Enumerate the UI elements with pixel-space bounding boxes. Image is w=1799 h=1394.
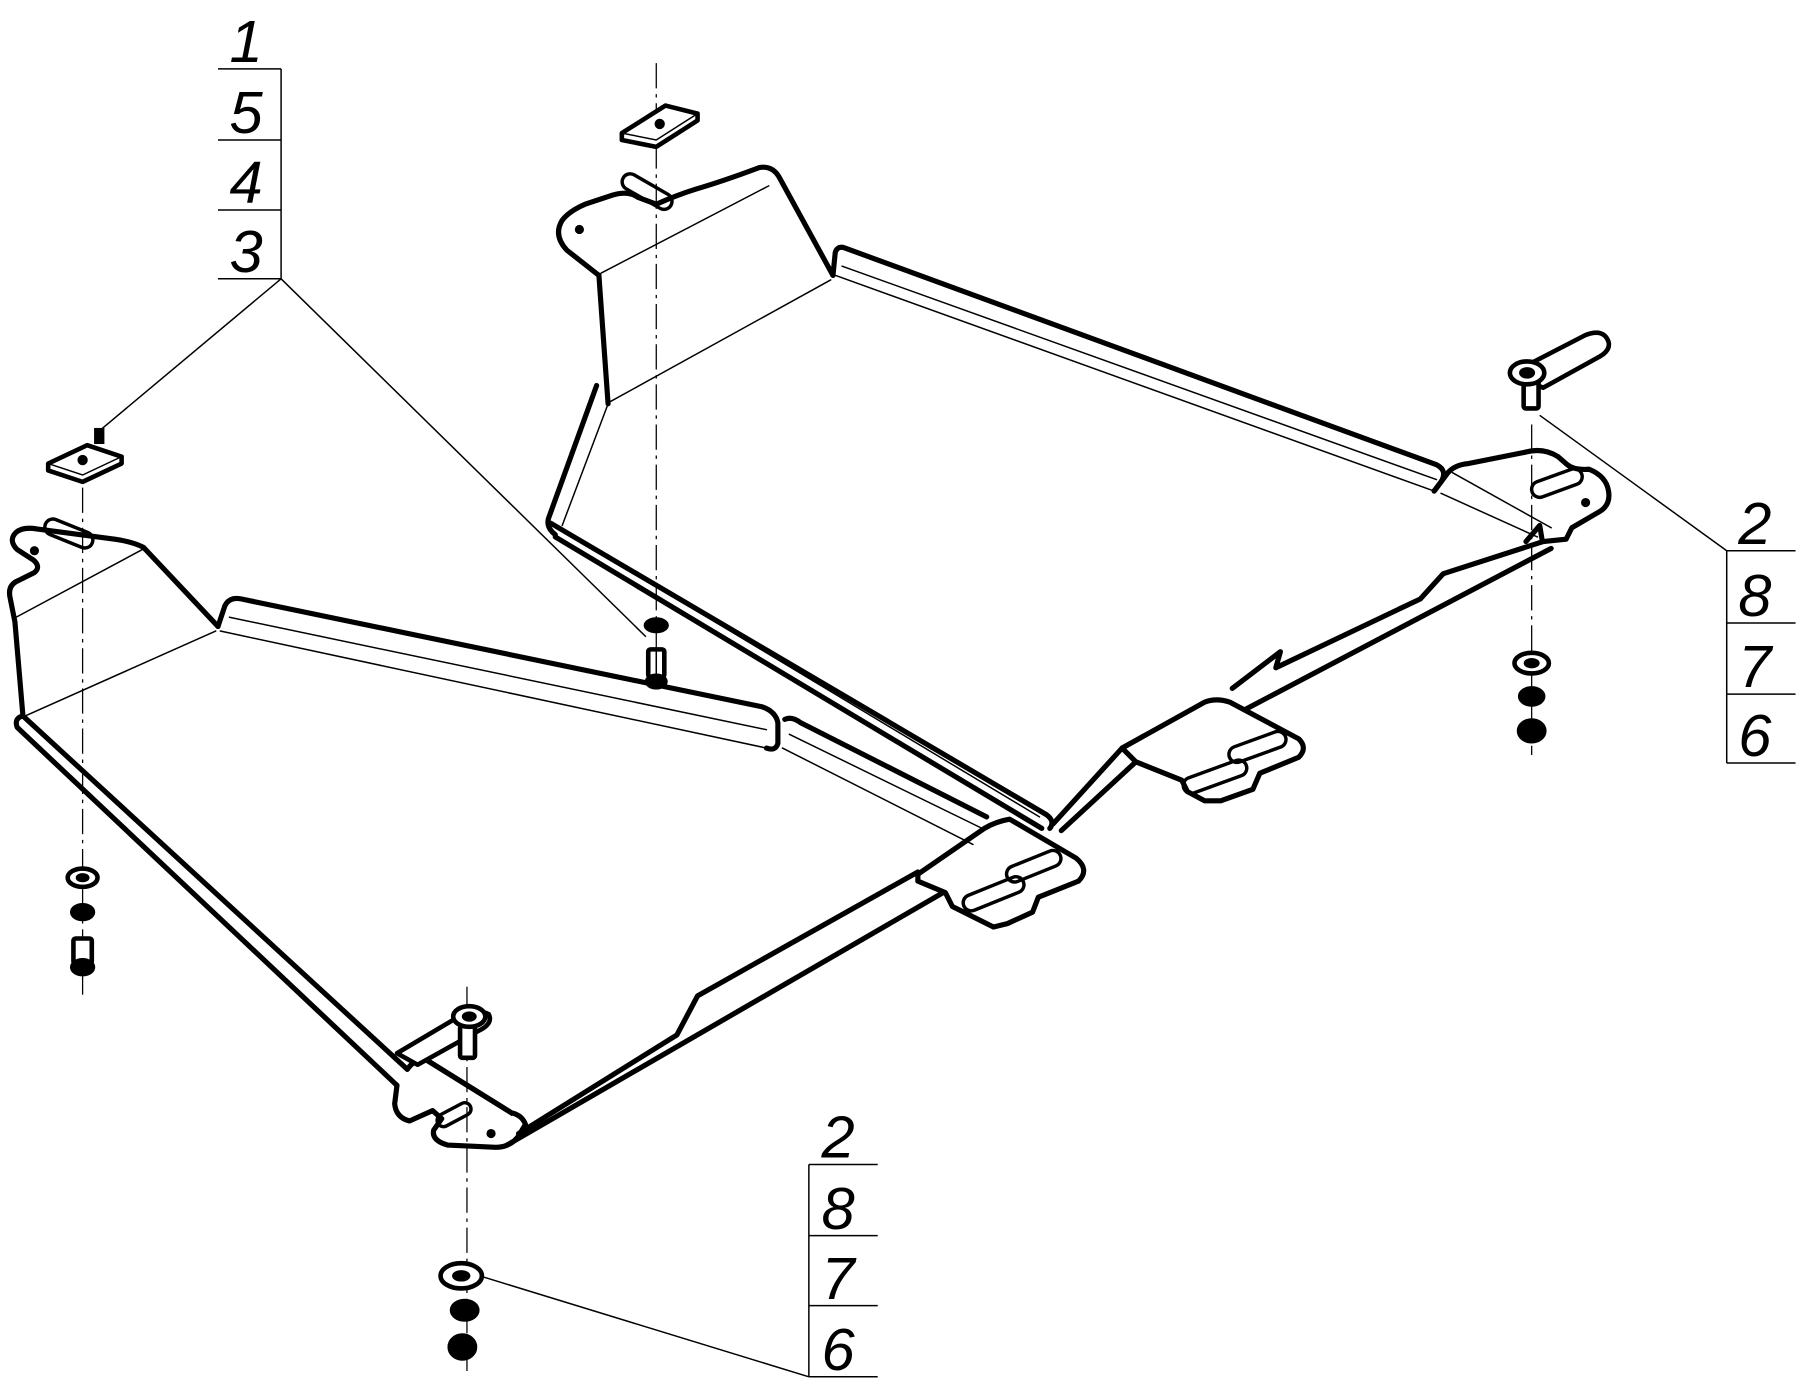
leader-top-left-to-washer xyxy=(280,278,647,638)
right-plate-lower-edge-2 xyxy=(1058,759,1139,834)
left-skid-plate xyxy=(6,517,1087,1150)
left-plate-mid-flange xyxy=(782,715,990,820)
left-plate-front-hole xyxy=(486,1128,496,1139)
right-plate-rear-tab xyxy=(555,164,836,278)
right-plate-long-edge-bottom xyxy=(552,534,1045,831)
right-plate-back-flange xyxy=(830,244,1447,494)
left-plate-rear-tab xyxy=(6,525,221,719)
bolt-left-head xyxy=(69,958,96,977)
callout-number: 6 xyxy=(1738,702,1772,769)
right-plate-front-tab xyxy=(1431,447,1612,545)
right-plate-front-hole xyxy=(1581,497,1591,508)
nut-plate-middle-edge xyxy=(621,112,699,141)
nut-plate-left-stud xyxy=(94,427,105,445)
left-plate-front-slot xyxy=(435,1101,473,1129)
nut-plate-middle-hole xyxy=(654,118,665,130)
callout-top-left: 1 5 4 3 xyxy=(217,8,282,285)
left-plate-rear-hole xyxy=(29,546,40,556)
callout-number: 8 xyxy=(1738,562,1771,629)
right-plate-long-edge-top xyxy=(548,520,1055,831)
callout-right: 2 8 7 6 xyxy=(1725,490,1796,769)
nut-bottom xyxy=(447,1333,478,1361)
flat-washer-left-hole xyxy=(75,873,90,883)
callout-number: 2 xyxy=(820,1104,854,1171)
left-plate-rear-slot xyxy=(43,517,95,550)
right-plate-notch xyxy=(1523,522,1545,545)
spring-washer-bottom xyxy=(449,1298,480,1322)
bolt-bottom-shank xyxy=(457,1023,478,1061)
right-plate-fold-line-1 xyxy=(600,185,770,274)
fastener-axes xyxy=(81,63,1533,1372)
left-plate-back-flange-edge-1 xyxy=(228,616,768,731)
callout-number: 1 xyxy=(229,8,262,75)
callout-number: 7 xyxy=(821,1245,857,1312)
leader-lines xyxy=(98,278,1728,1378)
nut-plate-left-edge xyxy=(47,455,123,476)
center-joint-slot-1 xyxy=(961,874,1026,913)
right-plate-front-slot xyxy=(1529,466,1584,500)
callout-number: 2 xyxy=(1737,490,1771,557)
bolt-middle-head xyxy=(644,673,668,690)
left-plate-front-fold-line xyxy=(426,1061,513,1116)
nut-plate-left-hole xyxy=(77,454,88,466)
left-plate-mid-flange-edge-1 xyxy=(788,733,983,830)
washer-middle xyxy=(643,617,669,634)
flat-washer-bottom-hole xyxy=(452,1270,471,1282)
spring-washer-right xyxy=(1517,686,1546,707)
center-joint-slot-2 xyxy=(1004,848,1063,884)
fastener-set-right xyxy=(1507,330,1612,744)
left-plate-fold-line-2 xyxy=(24,630,217,717)
fastener-set-bottom xyxy=(394,1003,493,1361)
leader-top-left-to-nut-plate xyxy=(98,278,282,432)
right-joint-bracket xyxy=(1119,697,1306,804)
right-plate-long-edge-mid xyxy=(561,529,1041,818)
left-plate-side-flange-top xyxy=(20,713,410,1072)
right-joint-slot-2 xyxy=(1227,729,1288,765)
right-plate-front-fold-line-2 xyxy=(1440,492,1539,538)
right-joint-slot-1 xyxy=(1181,758,1249,796)
callout-number: 3 xyxy=(229,218,262,285)
right-plate-back-flange-edge-1 xyxy=(841,265,1438,481)
right-plate-rear-slot xyxy=(620,172,674,212)
left-plate-side-flange-bottom xyxy=(13,713,400,1088)
callout-bottom: 2 8 7 6 xyxy=(808,1104,878,1383)
center-joint-bracket xyxy=(915,816,1087,930)
left-plate-mid-flange-edge-2 xyxy=(781,747,974,846)
right-plate-back-flange-edge-2 xyxy=(834,274,1435,492)
right-plate-side-flange-edge xyxy=(561,403,609,527)
right-skid-plate xyxy=(545,164,1612,834)
right-plate-rear-hole xyxy=(574,224,584,235)
callout-number: 5 xyxy=(229,79,263,146)
bolt-bottom-head-hole xyxy=(461,1011,477,1022)
right-plate-lower-edge-1 xyxy=(1050,745,1125,827)
callout-number: 7 xyxy=(1738,633,1774,700)
right-plate-front-edge-bottom xyxy=(1243,545,1554,712)
right-plate-front-fold-line-1 xyxy=(1451,471,1552,529)
left-plate-back-flange-edge-2 xyxy=(219,630,768,749)
fastener-set-middle xyxy=(619,103,700,690)
callout-number: 4 xyxy=(229,149,262,216)
flat-washer-right-hole xyxy=(1523,657,1540,669)
right-plate-fold-line-2 xyxy=(609,279,832,403)
fastener-set-left xyxy=(45,427,124,977)
right-plate-side-flange-lower xyxy=(545,382,600,538)
left-plate-back-flange xyxy=(215,595,781,752)
left-plate-fold-line-1 xyxy=(15,548,144,619)
left-plate-front-edge-top xyxy=(516,869,921,1137)
leader-bottom-to-washer xyxy=(479,1275,810,1378)
spring-washer-left xyxy=(69,902,96,922)
callout-number: 8 xyxy=(821,1175,854,1242)
left-plate-front-edge-bottom xyxy=(504,890,946,1148)
callout-number: 6 xyxy=(821,1316,855,1383)
right-plate-front-edge-top xyxy=(1229,538,1546,691)
right-plate-side-flange-upper xyxy=(596,272,611,407)
bolt-right-head-hole xyxy=(1519,367,1536,379)
leader-right-to-bolt xyxy=(1539,414,1728,552)
nut-right xyxy=(1516,718,1547,744)
